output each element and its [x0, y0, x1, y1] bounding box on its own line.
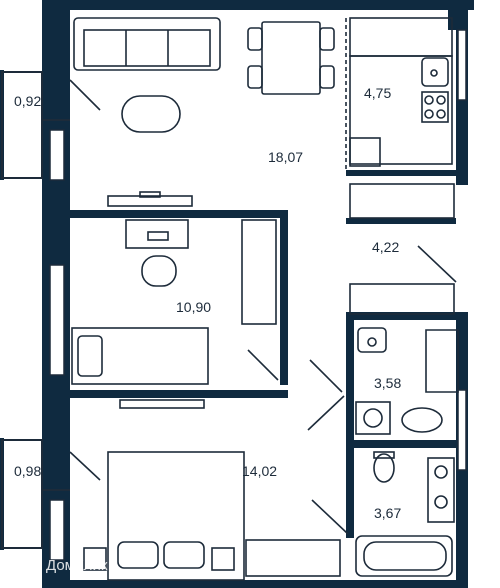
area-balcony-bottom: 0,98 — [14, 463, 41, 479]
area-labels: 0,92 18,07 4,75 4,22 10,90 3,58 0,98 14,… — [14, 85, 401, 521]
area-toilet: 3,67 — [374, 505, 401, 521]
area-kitchen: 4,75 — [364, 85, 391, 101]
area-balcony-top: 0,92 — [14, 93, 41, 109]
furniture — [71, 17, 459, 581]
area-bedroom-small: 10,90 — [176, 299, 211, 315]
walls — [0, 0, 474, 588]
doors — [69, 18, 457, 535]
windows — [49, 29, 467, 561]
watermark: ДомКлик — [46, 557, 108, 574]
area-hallway: 4,22 — [372, 239, 399, 255]
balconies — [1, 71, 70, 549]
area-living-room: 18,07 — [268, 149, 303, 165]
area-bathroom: 3,58 — [374, 375, 401, 391]
area-bedroom-large: 14,02 — [242, 463, 277, 479]
